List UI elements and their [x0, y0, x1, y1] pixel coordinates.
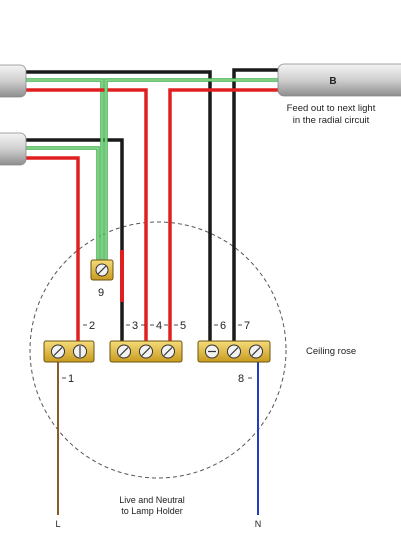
- terminal-block-neutral: [197, 340, 271, 363]
- terminal-number-7: 7: [238, 320, 250, 332]
- terminal-number-8: 8: [238, 373, 252, 385]
- svg-text:5: 5: [180, 320, 186, 332]
- terminal-number-5: 5: [164, 320, 186, 332]
- terminal-block-loop: [109, 340, 183, 363]
- lamp-holder-caption-line2: to Lamp Holder: [121, 506, 183, 516]
- ceiling-rose-outline: [29, 221, 287, 479]
- svg-text:6: 6: [220, 320, 226, 332]
- terminal-number-6: 6: [214, 320, 226, 332]
- cable-b-earth-wire: [104, 78, 280, 262]
- svg-text:4: 4: [156, 320, 162, 332]
- cable-top-live-wire: [0, 88, 148, 342]
- svg-text:3: 3: [132, 320, 138, 332]
- terminal-number-2: 2: [83, 320, 95, 332]
- feed-out-caption-line2: in the radial circuit: [293, 115, 370, 126]
- cable-top-earth-wire-inner: [0, 79, 103, 262]
- cable-b-label: B: [329, 76, 336, 87]
- svg-text:7: 7: [244, 320, 250, 332]
- terminal-block-live: [43, 340, 95, 363]
- cable-a-earth-wire-inner: [0, 147, 99, 262]
- live-end-label: L: [55, 519, 60, 529]
- earth-terminal-9: [90, 259, 114, 281]
- cable-b-sheath: [277, 63, 401, 97]
- cable-a-sheath: [0, 132, 27, 166]
- ceiling-rose-label: Ceiling rose: [306, 346, 356, 357]
- neutral-end-label: N: [255, 519, 262, 529]
- cable-a-live-wire: [0, 156, 80, 342]
- cable-top-left-sheath: [0, 64, 27, 98]
- lamp-holder-caption-line1: Live and Neutral: [119, 495, 185, 505]
- svg-text:1: 1: [68, 373, 74, 385]
- svg-text:2: 2: [89, 320, 95, 332]
- cable-top-black-wire: [0, 70, 212, 342]
- svg-text:8: 8: [238, 373, 244, 385]
- terminal-number-1: 1: [62, 373, 74, 385]
- terminal-number-4: 4: [141, 320, 162, 332]
- feed-out-caption-line1: Feed out to next light: [287, 103, 376, 114]
- terminal-number-3: 3: [126, 320, 138, 332]
- cable-b-neutral-wire: [232, 68, 280, 342]
- cable-b-earth-wire-inner: [105, 79, 280, 262]
- cable-top-earth-wire: [0, 78, 104, 262]
- cable-b-live-wire: [168, 88, 280, 342]
- terminal-number-9: 9: [98, 287, 104, 299]
